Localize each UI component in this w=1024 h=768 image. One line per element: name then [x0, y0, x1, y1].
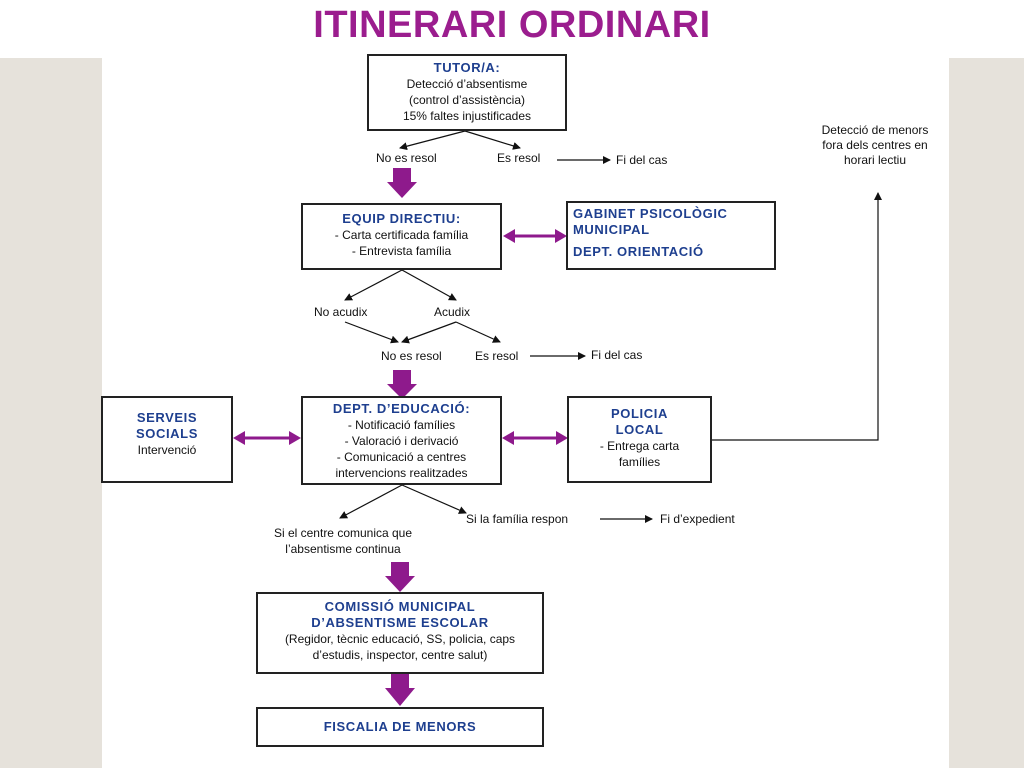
right-background-panel: [949, 58, 1024, 768]
tutor-line: (control d’assistència): [408, 93, 526, 107]
label-es-resol: Es resol: [475, 349, 519, 363]
comissio-box: COMISSIÓ MUNICIPAL D’ABSENTISME ESCOLAR …: [256, 592, 544, 674]
slide-title: ITINERARI ORDINARI: [313, 4, 711, 46]
gabinet-box: GABINET PSICOLÒGIC MUNICIPAL DEPT. ORIEN…: [566, 201, 776, 270]
label-fi-expedient: Fi d’expedient: [660, 512, 735, 526]
equip-directiu-line: - Entrevista família: [351, 244, 452, 258]
label-si-centre-line: l’absentisme continua: [285, 542, 401, 556]
label-deteccio-line: horari lectiu: [843, 153, 907, 167]
connector-tutor-es-resol: [464, 130, 521, 150]
connector-dept-si-centre: [339, 484, 403, 519]
label-es-resol: Es resol: [497, 151, 541, 165]
policia-local-heading: LOCAL: [615, 422, 664, 437]
tutor-line: Detecció d’absentisme: [406, 77, 528, 91]
connector-policia-deteccio: [712, 192, 882, 441]
equip-directiu-box: EQUIP DIRECTIU: - Carta certificada famí…: [301, 203, 502, 270]
dept-educacio-heading: DEPT. D’EDUCACIÓ:: [332, 401, 471, 416]
purple-down-arrow-3: [385, 562, 415, 592]
label-acudix: Acudix: [434, 305, 471, 319]
gabinet-heading: MUNICIPAL: [573, 222, 650, 237]
comissio-heading: D’ABSENTISME ESCOLAR: [311, 615, 489, 630]
comissio-heading: COMISSIÓ MUNICIPAL: [324, 599, 476, 614]
double-arrow-serveis-dept: [233, 431, 301, 445]
connector-dept-si-familia: [401, 484, 467, 514]
label-no-es-resol: No es resol: [376, 151, 437, 165]
label-no-acudix: No acudix: [314, 305, 368, 319]
tutor-heading: TUTOR/A:: [433, 60, 501, 75]
gabinet-heading: GABINET PSICOLÒGIC: [573, 206, 728, 221]
serveis-socials-line: Intervenció: [137, 443, 197, 457]
orientacio-heading: DEPT. ORIENTACIÓ: [573, 244, 704, 259]
label-si-centre-line: Si el centre comunica que: [273, 526, 413, 540]
equip-directiu-heading: EQUIP DIRECTIU:: [342, 211, 461, 226]
label-si-centre-comunica: Si el centre comunica que l’absentisme c…: [258, 525, 428, 557]
tutor-box: TUTOR/A: Detecció d’absentisme (control …: [367, 54, 567, 131]
connector-tutor-no-es-resol: [399, 130, 466, 151]
policia-local-box: POLICIA LOCAL - Entrega carta famílies: [567, 396, 712, 483]
dept-educacio-box: DEPT. D’EDUCACIÓ: - Notificació famílies…: [301, 396, 502, 485]
connector-acudix-no-es-resol: [401, 321, 457, 344]
label-deteccio-line: Detecció de menors: [821, 123, 929, 137]
policia-local-line: famílies: [618, 455, 661, 469]
connector-acudix-es-resol: [455, 321, 501, 343]
dept-educacio-line: - Comunicació a centres: [336, 450, 467, 464]
dept-educacio-line: - Notificació famílies: [347, 418, 456, 432]
tutor-line: 15% faltes injustificades: [402, 109, 532, 123]
double-arrow-dept-policia: [502, 431, 568, 445]
dept-educacio-line: intervencions realitzades: [335, 466, 468, 480]
equip-directiu-line: - Carta certificada família: [334, 228, 469, 242]
comissio-line: (Regidor, tècnic educació, SS, policia, …: [284, 632, 516, 646]
label-fi-del-cas: Fi del cas: [591, 348, 643, 362]
purple-down-arrow-1: [387, 168, 417, 198]
serveis-socials-heading: SERVEIS: [136, 410, 198, 425]
label-si-familia-respon: Si la família respon: [466, 512, 569, 526]
policia-local-line: - Entrega carta: [599, 439, 680, 453]
left-background-panel: [0, 58, 102, 768]
policia-local-heading: POLICIA: [611, 406, 668, 421]
fiscalia-box: FISCALIA DE MENORS: [256, 707, 544, 747]
purple-down-arrow-4: [385, 673, 415, 706]
purple-down-arrow-2: [387, 370, 417, 399]
serveis-socials-box: SERVEIS SOCIALS Intervenció: [101, 396, 233, 483]
label-deteccio-menors: Detecció de menors fora dels centres en …: [800, 123, 950, 168]
label-no-es-resol: No es resol: [381, 349, 442, 363]
connector-equip-acudix: [401, 269, 457, 301]
double-arrow-equip-gabinet: [503, 229, 567, 243]
connector-no-acudix-no-es-resol: [344, 321, 399, 344]
comissio-line: d’estudis, inspector, centre salut): [312, 648, 488, 662]
serveis-socials-heading: SOCIALS: [136, 426, 198, 441]
connector-equip-no-acudix: [344, 269, 403, 301]
label-fi-del-cas: Fi del cas: [616, 153, 668, 167]
label-deteccio-line: fora dels centres en: [822, 138, 928, 152]
dept-educacio-line: - Valoració i derivació: [344, 434, 459, 448]
fiscalia-heading: FISCALIA DE MENORS: [323, 719, 477, 734]
